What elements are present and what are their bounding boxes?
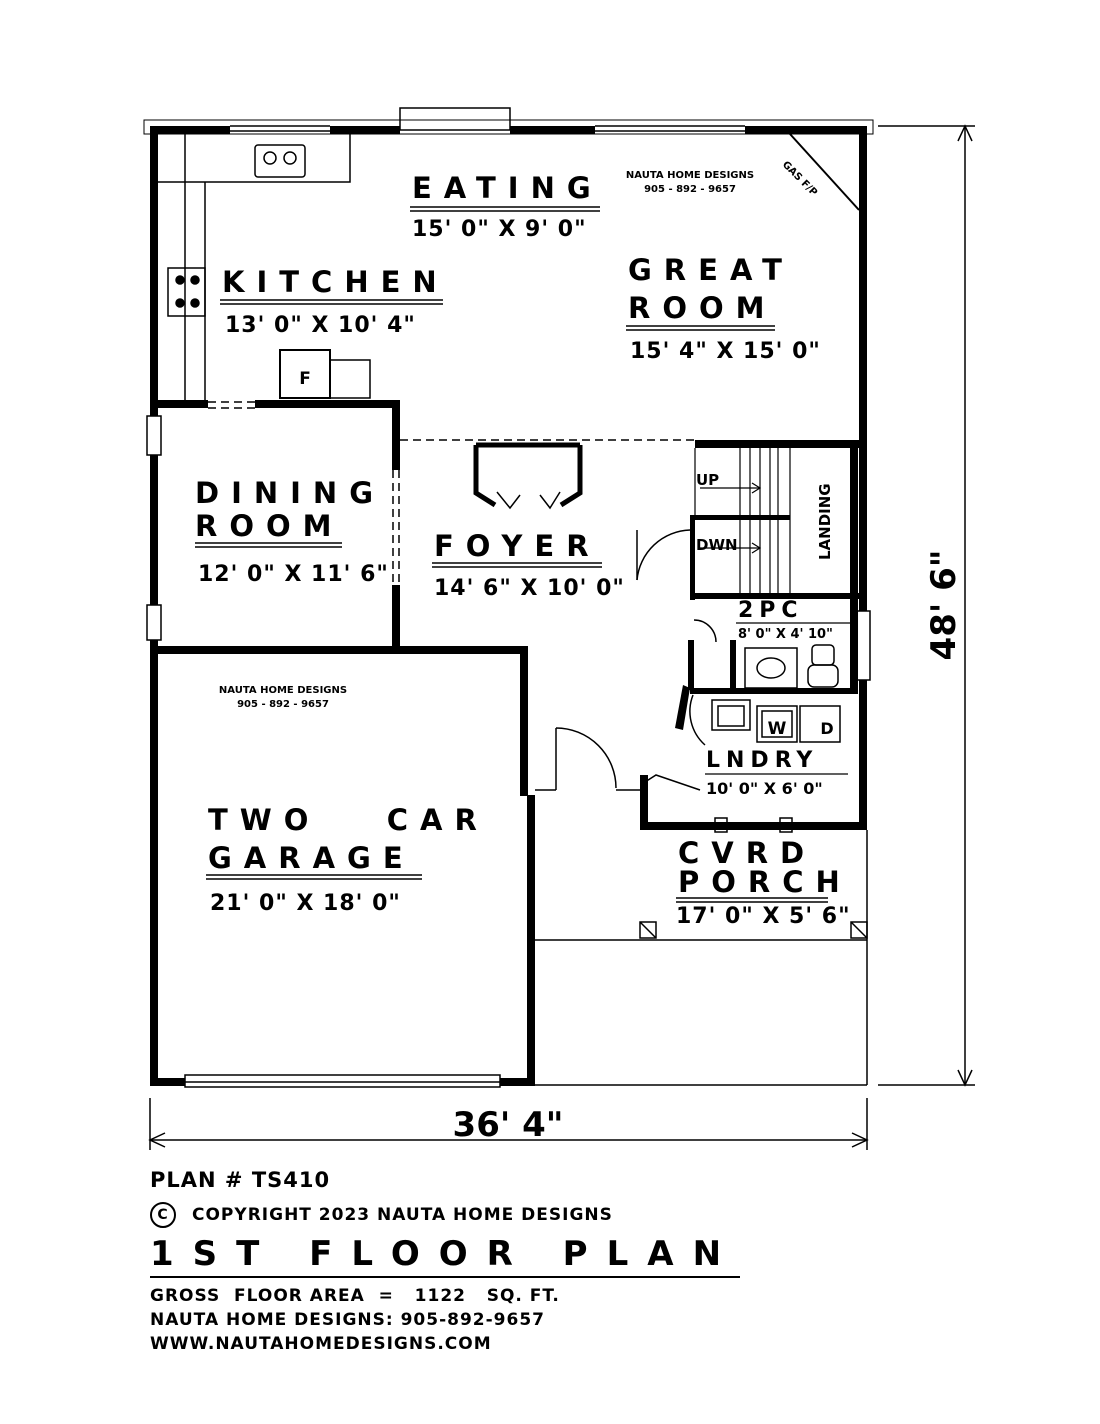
room-dims-powder: 8' 0" X 4' 10" — [738, 627, 833, 642]
room-dims-kitchen: 13' 0" X 10' 4" — [225, 313, 416, 338]
exterior-walls — [150, 126, 867, 1086]
room-name-kitchen: KITCHEN — [222, 265, 449, 299]
company-phone: NAUTA HOME DESIGNS: 905-892-9657 — [150, 1310, 545, 1330]
plan-number: PLAN # TS410 — [150, 1168, 331, 1192]
door-swings — [535, 529, 717, 791]
room-dims-great: 15' 4" X 15' 0" — [630, 339, 821, 364]
room-name-dining-line2: ROOM — [195, 509, 344, 543]
company-website: WWW.NAUTAHOMEDESIGNS.COM — [150, 1334, 492, 1354]
fireplace: GAS F/P — [780, 133, 860, 211]
room-name-porch-line1: CVRD — [678, 836, 816, 870]
title-block: PLAN # TS410 C COPYRIGHT 2023 NAUTA HOME… — [150, 1168, 750, 1356]
dimension-lines — [148, 124, 975, 1150]
powder-fixtures — [744, 644, 839, 689]
room-name-great-line2: ROOM — [628, 291, 777, 325]
open-lines — [208, 401, 695, 585]
room-dims-porch: 17' 0" X 5' 6" — [676, 904, 851, 929]
room-name-great-line1: GREAT — [628, 253, 794, 287]
room-name-laundry: LNDRY — [706, 748, 818, 773]
dryer-label: D — [820, 719, 833, 738]
room-name-foyer: FOYER — [434, 529, 601, 563]
porch-outline — [535, 817, 868, 1086]
fridge: F — [279, 349, 371, 399]
watermark-name-top: NAUTA HOME DESIGNS — [626, 170, 754, 181]
watermark-name-garage: NAUTA HOME DESIGNS — [219, 685, 347, 696]
room-dims-foyer: 14' 6" X 10' 0" — [434, 576, 625, 601]
room-name-porch-line2: PORCH — [678, 865, 852, 899]
room-name-powder: 2PC — [738, 598, 804, 623]
washer-label: W — [768, 719, 787, 739]
room-dims-laundry: 10' 0" X 6' 0" — [706, 779, 823, 798]
copyright-line: C COPYRIGHT 2023 NAUTA HOME DESIGNS — [150, 1202, 750, 1228]
stair-down-label: DWN — [696, 536, 738, 554]
room-dims-dining: 12' 0" X 11' 6" — [198, 562, 389, 587]
laundry-fixtures — [711, 699, 841, 743]
gross-floor-area: GROSS FLOOR AREA = 1122 SQ. FT. — [150, 1286, 560, 1306]
range-cooktop — [167, 267, 206, 317]
fridge-label: F — [299, 369, 311, 389]
stair-up-label: UP — [696, 471, 719, 489]
staircase — [694, 448, 791, 593]
watermark-phone-garage: 905 - 892 - 9657 — [237, 699, 329, 710]
room-name-garage-line1: TWO CAR — [208, 803, 489, 837]
copyright-text: COPYRIGHT 2023 NAUTA HOME DESIGNS — [192, 1205, 613, 1225]
foyer-closet — [473, 442, 583, 508]
dimension-width: 36' 4" — [453, 1105, 564, 1145]
fireplace-label: GAS F/P — [780, 159, 819, 198]
floor-plan-title: 1ST FLOOR PLAN — [150, 1234, 741, 1278]
room-name-garage-line2: GARAGE — [208, 841, 415, 875]
closet-doors — [496, 491, 561, 510]
floor-plan-drawing: F GAS F/P UP DWN LANDING — [143, 107, 975, 1150]
wall-hatching — [143, 119, 874, 135]
room-dims-garage: 21' 0" X 18' 0" — [210, 891, 401, 916]
room-dims-eating: 15' 0" X 9' 0" — [412, 217, 587, 242]
watermark-phone-top: 905 - 892 - 9657 — [644, 184, 736, 195]
copyright-icon: C — [150, 1202, 176, 1228]
room-name-eating: EATING — [412, 171, 603, 205]
interior-walls — [158, 400, 860, 830]
landing-label: LANDING — [816, 483, 834, 560]
dimension-depth: 48' 6" — [924, 550, 964, 661]
room-name-dining-line1: DINING — [195, 476, 385, 510]
